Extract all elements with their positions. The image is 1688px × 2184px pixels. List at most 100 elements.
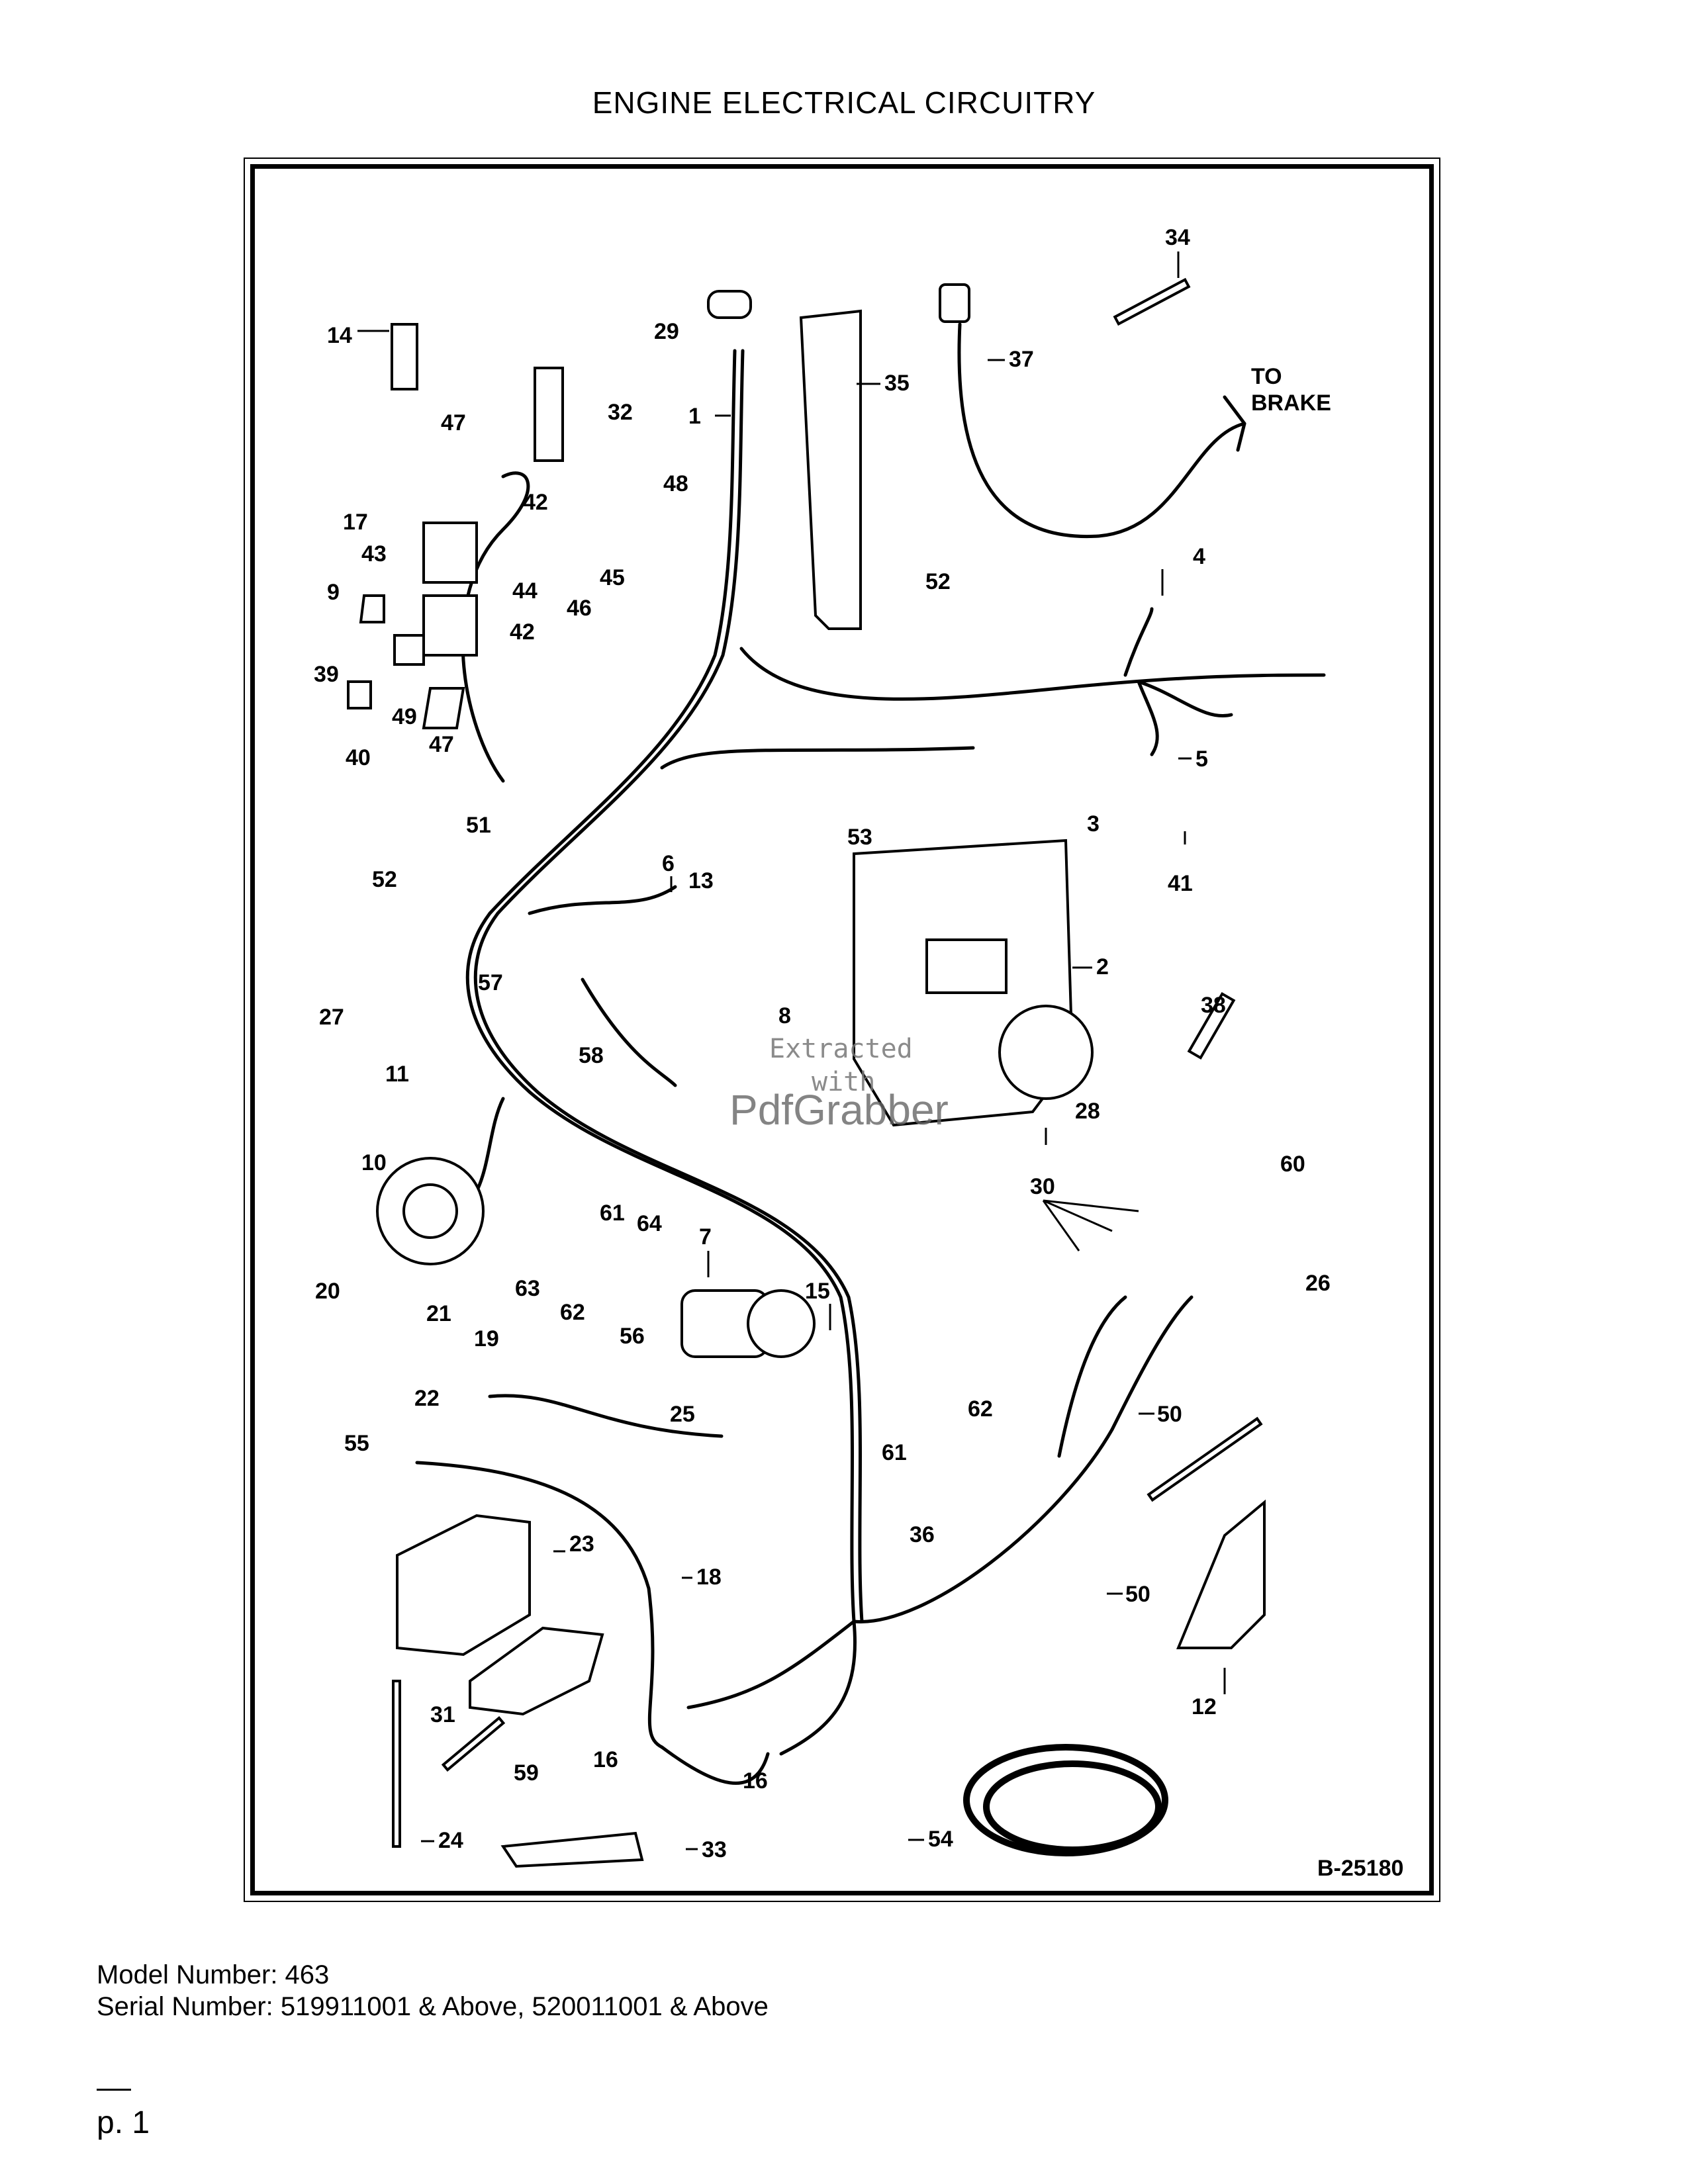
callout-44: 44: [512, 578, 538, 604]
callout-53: 53: [847, 825, 872, 850]
relay-43-lower: [422, 594, 478, 657]
callout-8: 8: [778, 1003, 791, 1028]
tray-59: [469, 1626, 604, 1716]
fuse-40: [347, 680, 372, 709]
model-number: Model Number: 463: [97, 1960, 330, 1989]
footer-rule: [97, 2089, 131, 2091]
callout-60: 60: [1280, 1152, 1305, 1177]
bracket-32: [534, 367, 564, 462]
callout-5: 5: [1196, 747, 1208, 772]
to-brake-label-line2: BRAKE: [1251, 390, 1331, 416]
rod-24: [392, 1680, 401, 1848]
leader-lines: [357, 251, 1226, 1850]
callout-17: 17: [343, 510, 368, 535]
bracket-12: [1176, 1499, 1266, 1649]
callout-14: 14: [327, 323, 352, 348]
cable-tie-34: [1113, 277, 1191, 326]
callout-47-lower: 47: [429, 732, 454, 757]
callout-23: 23: [569, 1531, 594, 1557]
callout-43: 43: [361, 541, 387, 567]
callout-26: 26: [1305, 1271, 1331, 1296]
callout-62-upper: 62: [560, 1300, 585, 1325]
callout-38: 38: [1201, 993, 1226, 1018]
callout-54: 54: [928, 1827, 953, 1852]
callout-21: 21: [426, 1301, 451, 1326]
callout-58: 58: [579, 1043, 604, 1068]
callout-42-lower: 42: [510, 619, 535, 645]
callout-28: 28: [1075, 1099, 1100, 1124]
serial-number: Serial Number: 519911001 & Above, 520011…: [97, 1992, 769, 2021]
callout-59: 59: [514, 1760, 539, 1786]
callout-64: 64: [637, 1211, 662, 1236]
callout-35: 35: [884, 371, 910, 396]
callout-34: 34: [1165, 225, 1190, 250]
callout-2: 2: [1096, 954, 1109, 979]
callout-31: 31: [430, 1702, 455, 1727]
callout-62-lower: 62: [968, 1396, 993, 1422]
callout-labels: 1 2 3 4 5 6 7 8 9 10 11 12 13 14 15 16 1…: [314, 225, 1331, 1862]
callout-3: 3: [1087, 811, 1100, 837]
callout-57: 57: [478, 970, 503, 995]
callout-47-upper: 47: [441, 410, 466, 435]
callout-16-right: 16: [743, 1768, 768, 1794]
cover-47-lower: [422, 687, 465, 729]
to-brake-label-line1: TO: [1251, 364, 1282, 389]
callout-11: 11: [385, 1062, 409, 1087]
pin-31: [441, 1715, 506, 1772]
callout-16-left: 16: [593, 1747, 618, 1772]
engine-flywheel: [998, 1005, 1094, 1100]
callout-52-left: 52: [372, 867, 397, 892]
callout-18: 18: [696, 1565, 722, 1590]
callout-42-upper: 42: [523, 490, 548, 515]
tube-33: [500, 1831, 644, 1868]
callout-51: 51: [466, 813, 491, 838]
callout-61-lower: 61: [882, 1440, 907, 1465]
figure-id: B-25180: [1317, 1856, 1404, 1881]
callout-1: 1: [688, 404, 701, 429]
callout-36: 36: [910, 1522, 935, 1547]
callout-50-lower: 50: [1125, 1582, 1150, 1607]
callout-22: 22: [414, 1386, 440, 1411]
callout-46: 46: [567, 596, 592, 621]
callout-63: 63: [515, 1276, 540, 1301]
callout-50-upper: 50: [1157, 1402, 1182, 1427]
page-title: ENGINE ELECTRICAL CIRCUITRY: [592, 85, 1096, 120]
figure-outer-border: [244, 158, 1440, 1902]
wiring-harness: [415, 322, 1326, 1785]
callout-20: 20: [315, 1279, 340, 1304]
sensor-37-icon: [939, 283, 970, 323]
relay-43-upper: [422, 522, 478, 584]
callout-32: 32: [608, 400, 633, 425]
figure-inner-border: [250, 164, 1434, 1895]
callout-12: 12: [1192, 1694, 1217, 1719]
callout-56: 56: [620, 1324, 645, 1349]
callout-55: 55: [344, 1431, 369, 1456]
callout-9: 9: [327, 580, 340, 605]
callout-37: 37: [1009, 347, 1034, 372]
callout-24: 24: [438, 1828, 463, 1853]
callout-4: 4: [1193, 544, 1205, 569]
rod-bracket-12: [1147, 1416, 1263, 1502]
callout-48: 48: [663, 471, 688, 496]
callout-49: 49: [392, 704, 417, 729]
callout-13: 13: [688, 868, 714, 893]
strip-38: [1187, 991, 1236, 1060]
parts: [347, 277, 1266, 1868]
callout-61-upper: 61: [600, 1201, 625, 1226]
callout-27: 27: [319, 1005, 344, 1030]
clip-9: [359, 594, 385, 623]
cover-35: [799, 309, 862, 630]
connector-1-icon: [707, 290, 752, 319]
callout-33: 33: [702, 1837, 727, 1862]
decal-14: [391, 323, 418, 390]
callout-10: 10: [361, 1150, 387, 1175]
callout-25: 25: [670, 1402, 695, 1427]
page-number: p. 1: [97, 2105, 150, 2140]
callout-29: 29: [654, 319, 679, 344]
callout-15: 15: [805, 1279, 830, 1304]
callout-41: 41: [1168, 871, 1193, 896]
callout-30: 30: [1030, 1174, 1055, 1199]
watermark-pdfgrabber: PdfGrabber: [729, 1086, 949, 1134]
callout-6: 6: [662, 851, 675, 876]
